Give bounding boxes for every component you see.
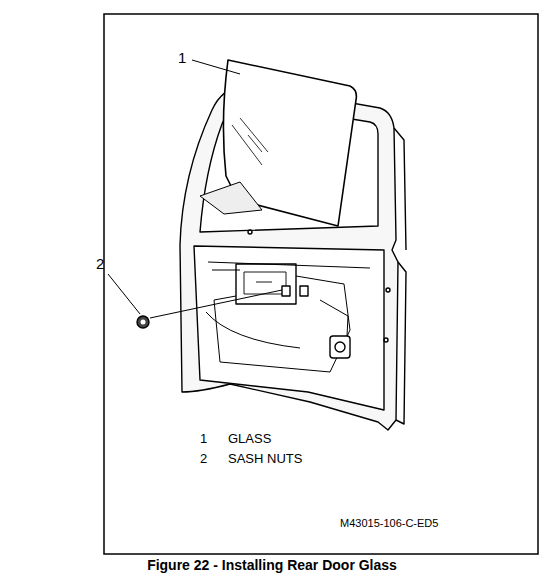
door-edge [394,128,406,424]
legend-text: SASH NUTS [228,452,302,465]
door-hole [384,338,388,342]
leader-line [108,274,140,314]
legend-number: 2 [200,452,207,465]
callout-number: 1 [178,50,186,65]
sash-nut-hole [141,320,146,325]
sash-nut [137,316,149,328]
motor-hub [335,342,345,352]
regulator-motor [330,336,350,358]
install-line [150,290,282,318]
figure-frame [104,14,538,554]
inner-panel [194,246,384,410]
sash-stud [282,286,290,296]
door-hole [386,288,390,292]
callout-number: 2 [96,256,104,271]
sash-stud [300,286,308,296]
regulator-track [208,262,370,372]
legend-number: 1 [200,432,207,445]
door-hole [248,230,252,234]
regulator-cable [206,300,348,356]
leader-line [192,60,240,74]
glass-channel [200,182,262,214]
glass-reflection [232,118,268,165]
figure-caption: Figure 22 - Installing Rear Door Glass [147,558,397,572]
legend-text: GLASS [228,432,271,445]
figure-code: M43015-106-C-ED5 [340,518,438,529]
